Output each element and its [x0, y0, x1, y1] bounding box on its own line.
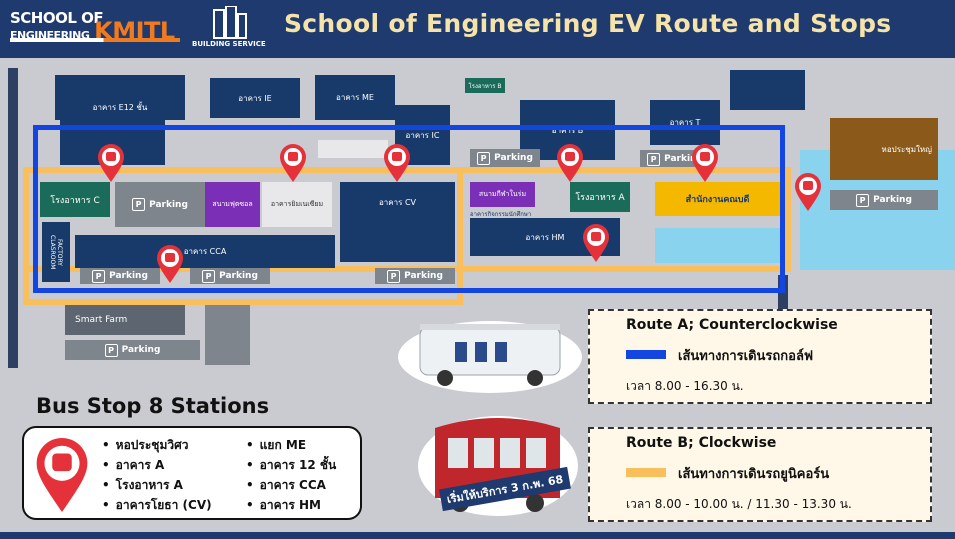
stop-item: อาคาร 12 ชั้น [246, 456, 337, 475]
page-title: School of Engineering EV Route and Stops [284, 9, 892, 38]
route-a-time: เวลา 8.00 - 16.30 น. [626, 379, 744, 393]
building-canteen-c: โรงอาหาร C [40, 182, 110, 217]
building-smart-farm: Smart Farm [65, 305, 185, 335]
building-canteen-a: โรงอาหาร A [570, 182, 630, 212]
bus-stop-pin-e12[interactable] [96, 143, 126, 183]
bus-stop-pin-cca[interactable] [155, 244, 185, 284]
building-futsal: สนามฟุตซอล [205, 182, 260, 227]
bus-stop-pin-building-a[interactable] [690, 143, 720, 183]
route-a-line-main [200, 125, 785, 293]
stop-item: อาคาร HM [246, 496, 321, 515]
building-service-label: BUILDING SERVICE [192, 40, 266, 48]
logo-line-1: SCHOOL OF [10, 9, 104, 27]
building-me: อาคาร ME [315, 75, 395, 120]
route-b-line-left [23, 167, 463, 305]
route-a-line-label: เส้นทางการเดินรถกอล์ฟ [678, 349, 814, 364]
building-cca: อาคาร CCA [75, 235, 335, 268]
bus-stop-pin-canteen-a[interactable] [555, 143, 585, 183]
header-bar [0, 0, 955, 58]
road-right [778, 275, 788, 325]
stop-item: อาคารโยธา (CV) [102, 496, 212, 515]
route-b-line-label: เส้นทางการเดินรถยูนิคอร์น [678, 467, 830, 482]
stop-item: อาคาร CCA [246, 476, 326, 495]
route-a-card: Route A; Counterclockwise เส้นทางการเดิน… [588, 309, 932, 404]
route-b-card: Route B; Clockwise เส้นทางการเดินรถยูนิค… [588, 427, 932, 522]
building-top-right [730, 70, 805, 110]
route-a-title: Route A; Counterclockwise [626, 317, 838, 333]
building-dean: สำนักงานคณบดี [655, 182, 780, 216]
building-factory: FACTORY CLASROOM [42, 222, 70, 282]
building-student-activity: อาคารกิจกรรมนักศึกษา [470, 211, 532, 218]
dean-pool [655, 228, 780, 263]
bus-stop-list-box: หอประชุมวิศว อาคาร A โรงอาหาร A อาคารโยธ… [22, 426, 362, 520]
building-ie: อาคาร IE [210, 78, 300, 118]
stop-item: อาคาร A [102, 456, 165, 475]
route-a-line [33, 125, 205, 293]
bus-stop-pin-icon [36, 437, 88, 513]
route-a-swatch [626, 350, 666, 359]
building-hall: หอประชุมใหญ่ [830, 118, 938, 180]
building-lower-gray [205, 305, 250, 365]
road-left [8, 68, 18, 368]
building-canteen-b: โรงอาหาร B [465, 78, 505, 93]
route-b-time: เวลา 8.00 - 10.00 น. / 11.30 - 13.30 น. [626, 497, 852, 511]
route-b-title: Route B; Clockwise [626, 435, 777, 451]
stop-item: หอประชุมวิศว [102, 436, 189, 455]
stop-item: โรงอาหาร A [102, 476, 183, 495]
unicorn-tram-image [418, 416, 578, 516]
golf-cart-image [398, 321, 582, 393]
route-b-swatch [626, 468, 666, 477]
footer-bar [0, 532, 955, 539]
building-e12: อาคาร E12 ชั้น [55, 75, 185, 120]
bus-stop-pin-me[interactable] [278, 143, 308, 183]
bus-stop-title: Bus Stop 8 Stations [36, 394, 270, 418]
building-cv: อาคาร CV [340, 182, 455, 262]
building-ic-annex [318, 140, 388, 158]
building-gym: อาคารยิมเนเซียม [262, 182, 332, 227]
bus-stop-pin-hall[interactable] [793, 172, 823, 212]
building-service-icon [213, 6, 247, 39]
building-stadium: สนามกีฬาในร่ม [470, 182, 535, 207]
bus-stop-pin-hm[interactable] [581, 223, 611, 263]
logo-underline [10, 38, 180, 42]
bus-stop-pin-cv[interactable] [382, 143, 412, 183]
building-t: อาคาร T [650, 100, 720, 145]
stop-item: แยก ME [246, 436, 306, 455]
